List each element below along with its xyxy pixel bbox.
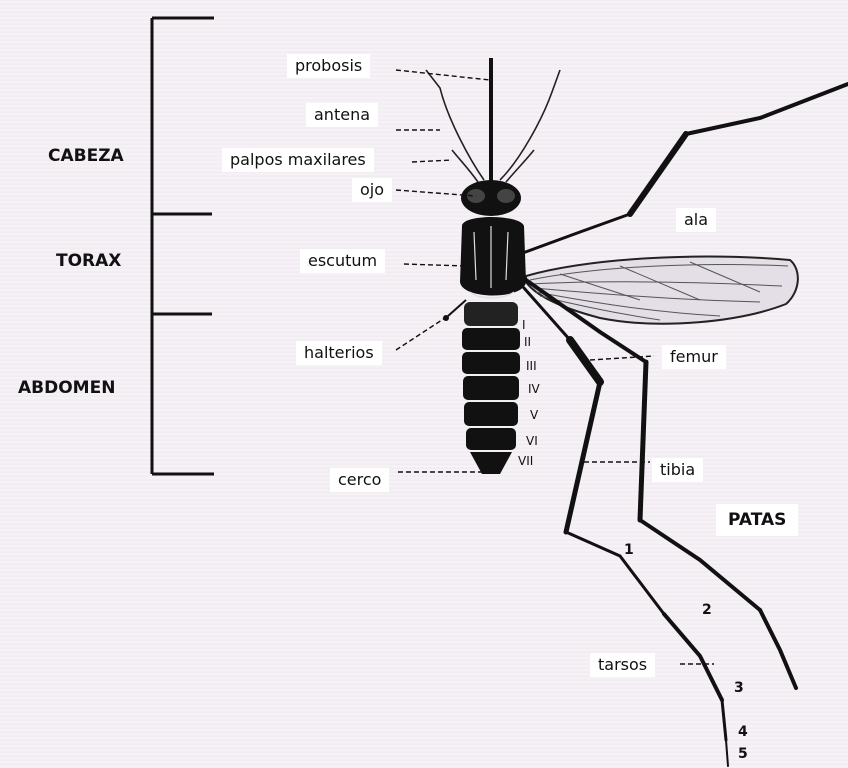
abdomen-shape [462, 302, 520, 474]
label-tibia: tibia [652, 458, 703, 482]
segment-label: VI [526, 434, 538, 448]
label-proboscis: probosis [287, 54, 370, 78]
label-femur: femur [662, 345, 726, 369]
tarsal-number: 4 [738, 724, 748, 740]
section-label-head: CABEZA [48, 146, 124, 166]
segment-label: I [522, 318, 526, 332]
tarsal-number: 5 [738, 746, 748, 762]
label-antenna: antena [306, 103, 378, 127]
label-tarsi: tarsos [590, 653, 655, 677]
label-scutum: escutum [300, 249, 385, 273]
segment-label: V [530, 408, 538, 422]
segment-label: IV [528, 382, 540, 396]
section-bracket [152, 18, 214, 474]
tarsal-number: 3 [734, 680, 744, 696]
label-palps: palpos maxilares [222, 148, 374, 172]
segment-label: II [524, 335, 531, 349]
wing-shape [526, 257, 798, 324]
section-label-abdomen: ABDOMEN [18, 378, 115, 398]
thorax-shape [460, 217, 526, 296]
section-label-thorax: TORAX [56, 251, 121, 271]
label-eye: ojo [352, 178, 392, 202]
segment-label: III [526, 359, 537, 373]
haltere-shape [448, 300, 466, 316]
label-halteres: halterios [296, 341, 382, 365]
label-legs: PATAS [716, 504, 798, 536]
segment-label: VII [518, 454, 533, 468]
label-cercus: cerco [330, 468, 389, 492]
label-wing: ala [676, 208, 716, 232]
tarsal-number: 2 [702, 602, 712, 618]
tarsal-number: 1 [624, 542, 634, 558]
